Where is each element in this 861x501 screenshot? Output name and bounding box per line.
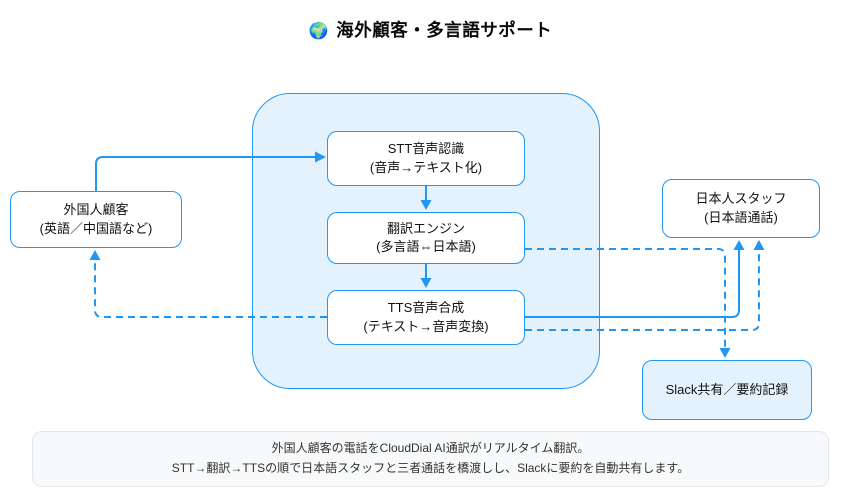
node-tts-label: TTS音声合成 [387,300,465,316]
page-title: 🌍 海外顧客・多言語サポート [0,17,861,42]
node-japanese-staff-label: 日本人スタッフ [695,191,787,207]
edge-tts-to-staff-dashed-arrowhead [753,240,765,250]
node-japanese-staff: 日本人スタッフ (日本語通話) [662,179,820,238]
node-tts: TTS音声合成 (テキスト→音声変換) [327,290,525,345]
node-slack-share: Slack共有／要約記録 [642,360,812,420]
node-stt: STT音声認識 (音声→テキスト化) [327,131,525,186]
node-japanese-staff-sublabel: (日本語通話) [704,209,778,225]
edge-translator-to-slack-arrowhead [719,348,731,358]
node-slack-share-label: Slack共有／要約記録 [665,381,789,397]
node-translation-engine-sublabel: (多言語⇔日本語) [376,239,476,254]
node-stt-sublabel: (音声→テキスト化) [369,159,483,175]
node-foreign-customer-sublabel: (英語／中国語など) [39,220,153,236]
page-title-text: 海外顧客・多言語サポート [336,20,553,40]
summary-note-line2: STT→翻訳→TTSの順で日本語スタッフと三者通話を橋渡しし、Slackに要約を… [171,461,690,475]
edge-tts-to-staff-solid-arrowhead [733,240,745,250]
summary-note-line1: 外国人顧客の電話をCloudDial AI通訳がリアルタイム翻訳。 [271,441,590,456]
node-foreign-customer-label: 外国人顧客 [63,202,129,218]
globe-icon: 🌍 [308,23,330,40]
node-tts-sublabel: (テキスト→音声変換) [363,318,489,334]
edge-tts-to-foreign-arrowhead [89,250,101,260]
node-translation-engine: 翻訳エンジン (多言語⇔日本語) [327,212,525,264]
node-foreign-customer: 外国人顧客 (英語／中国語など) [10,191,182,248]
summary-note: 外国人顧客の電話をCloudDial AI通訳がリアルタイム翻訳。 STT→翻訳… [32,431,829,487]
node-stt-label: STT音声認識 [387,141,465,157]
node-translation-engine-label: 翻訳エンジン [386,220,465,236]
